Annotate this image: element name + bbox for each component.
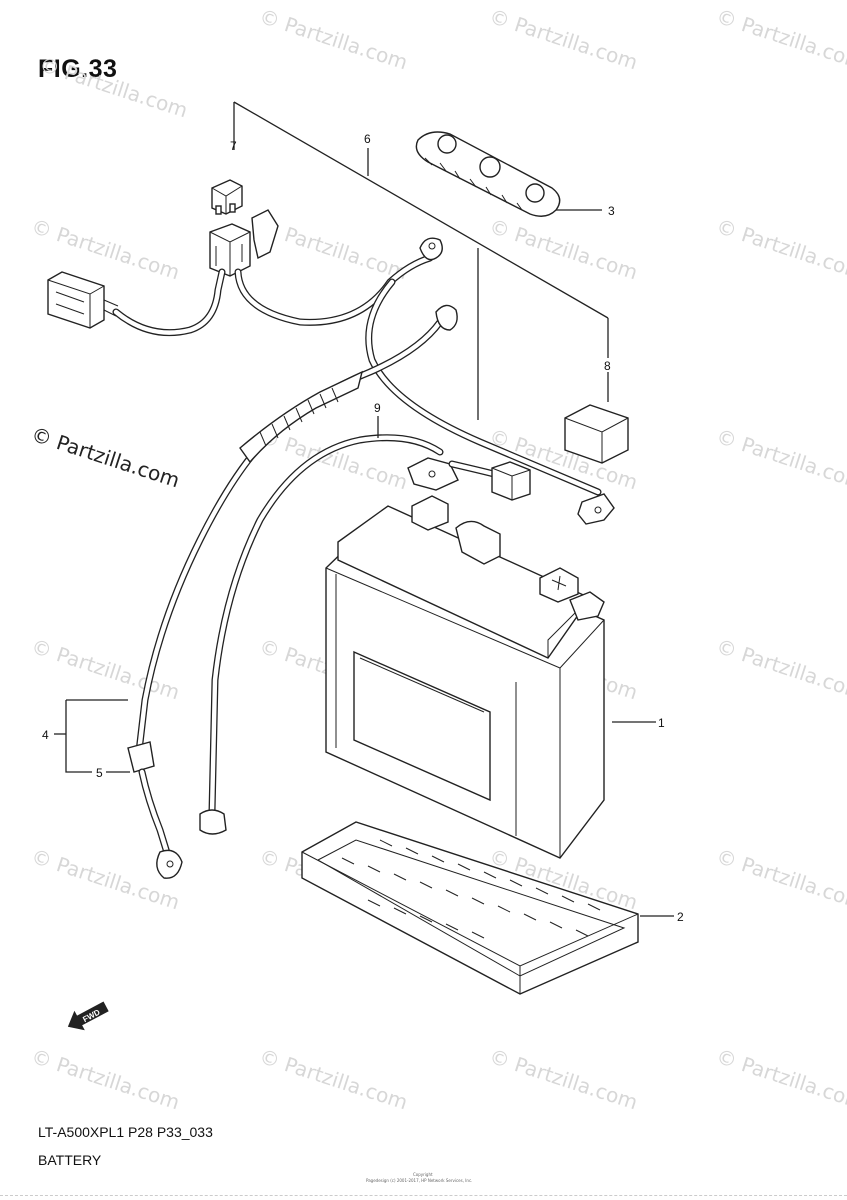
watermark: © Partzilla.com — [256, 4, 410, 75]
battery-cable-negative — [127, 304, 458, 879]
callout-6: 6 — [364, 132, 371, 146]
callout-1: 1 — [658, 716, 665, 730]
callout-5: 5 — [96, 766, 103, 780]
battery-tray-part — [301, 821, 639, 995]
callout-4: 4 — [42, 728, 49, 742]
section-name: BATTERY — [38, 1152, 102, 1168]
watermark: © Partzilla.com — [36, 52, 190, 123]
callout-7: 7 — [230, 139, 237, 153]
watermark: © Partzilla.com — [256, 214, 410, 285]
watermark: © Partzilla.com — [256, 1044, 410, 1115]
callout-2: 2 — [677, 910, 684, 924]
watermark-highlight: © Partzilla.com — [28, 422, 182, 493]
callout-8: 8 — [604, 359, 611, 373]
watermark: © Partzilla.com — [28, 214, 182, 285]
main-harness — [112, 237, 615, 525]
watermark: © Partzilla.com — [713, 634, 847, 705]
pagedesign-line: Pagedesign (c) 2001-2017, HP Network Ser… — [366, 1178, 473, 1183]
fuse-holder — [209, 209, 279, 277]
page-bottom-divider — [0, 1195, 847, 1196]
battery-band-part — [415, 131, 561, 217]
harness-coupler — [47, 271, 119, 329]
watermark: © Partzilla.com — [713, 844, 847, 915]
battery-cable-positive — [199, 434, 531, 835]
copyright-line: Copyright — [413, 1172, 433, 1177]
watermark: © Partzilla.com — [486, 4, 640, 75]
watermark: © Partzilla.com — [486, 214, 640, 285]
watermark: © Partzilla.com — [486, 1044, 640, 1115]
fig-title: FIG.33 — [38, 55, 118, 83]
terminal-cap-part — [564, 404, 629, 464]
watermark: © Partzilla.com — [713, 424, 847, 495]
model-code: LT-A500XPL1 P28 P33_033 — [38, 1124, 213, 1140]
battery-part — [325, 495, 605, 859]
leader-lines — [54, 101, 674, 917]
fuse-part — [211, 179, 243, 215]
watermark: © Partzilla.com — [713, 1044, 847, 1115]
forward-arrow-icon: FWD — [67, 1001, 109, 1031]
watermark: © Partzilla.com — [713, 214, 847, 285]
callout-9: 9 — [374, 401, 381, 415]
watermark: © Partzilla.com — [713, 4, 847, 75]
watermark: © Partzilla.com — [28, 1044, 182, 1115]
callout-3: 3 — [608, 204, 615, 218]
